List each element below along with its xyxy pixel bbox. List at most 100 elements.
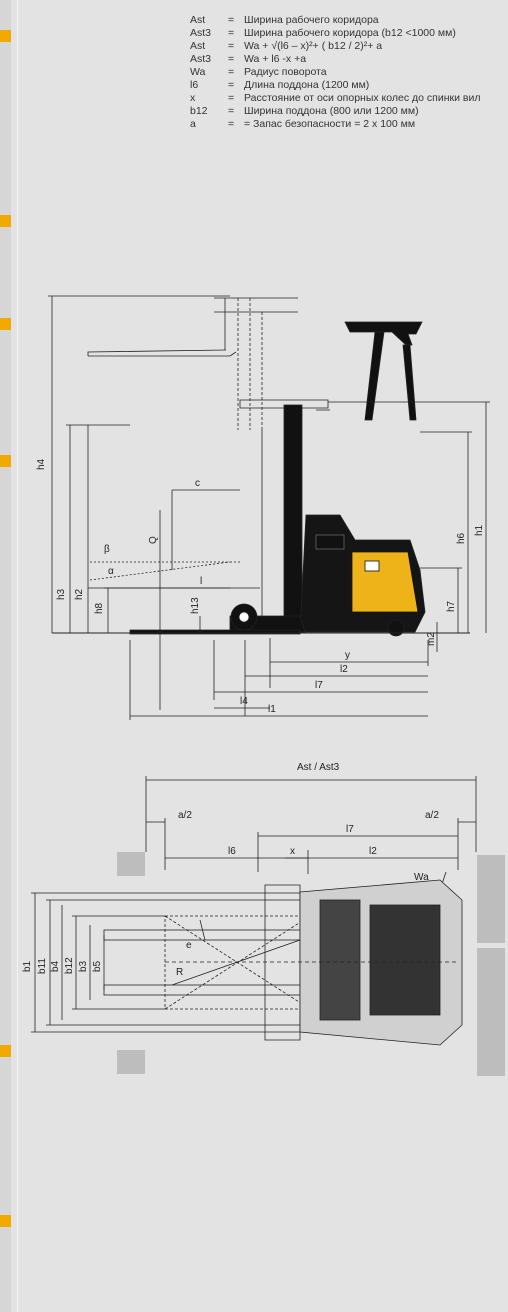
legend-row: Ast=Wa + √(l6 – x)²+ ( b12 / 2)²+ a — [190, 40, 480, 53]
dim-ext-lines — [213, 638, 271, 716]
label-l: l — [200, 576, 202, 587]
legend-eq: = — [228, 92, 235, 104]
legend-row: Wa = Радиус поворота — [190, 66, 480, 79]
label-h1: h1 — [474, 524, 485, 536]
label-x: x — [290, 846, 295, 857]
label-l4: l4 — [240, 696, 248, 707]
legend-text: Радиус поворота — [244, 66, 327, 78]
drive-wheel — [387, 619, 405, 637]
label-ast: Ast / Ast3 — [297, 762, 340, 773]
legend-sym: b12 — [190, 105, 208, 117]
edge-tab — [0, 1045, 11, 1057]
mast-top — [319, 899, 361, 1021]
label-h2: h2 — [74, 588, 85, 600]
mast-rail — [261, 409, 330, 628]
label-m2: m2 — [426, 632, 437, 646]
label-h4: h4 — [36, 458, 47, 470]
logo-badge — [364, 560, 380, 572]
raised-fork — [88, 351, 237, 357]
legend-text: Ширина рабочего коридора (b12 <1000 мм) — [244, 27, 456, 39]
tilt-lines — [89, 561, 240, 581]
dim-h7 — [420, 567, 462, 633]
label-wa: Wa — [414, 872, 429, 883]
dim-h4 — [48, 295, 230, 633]
legend-text: Длина поддона (1200 мм) — [244, 79, 370, 91]
side-view — [48, 295, 490, 720]
dim-e — [199, 919, 206, 941]
label-q: Q — [148, 536, 159, 544]
label-h6: h6 — [456, 532, 467, 544]
dim-l7 — [257, 832, 458, 872]
label-l6: l6 — [228, 846, 236, 857]
legend-text: Wa + √(l6 – x)²+ ( b12 / 2)²+ a — [244, 40, 383, 52]
legend-text: Ширина поддона (800 или 1200 мм) — [244, 105, 419, 117]
label-l7: l7 — [346, 824, 354, 835]
dim-c — [171, 489, 240, 570]
top-view: Ast / Ast3 a/2 a/2 l7 l6 x l2 Wa e R b1 … — [22, 762, 505, 1076]
dim-b12 — [72, 915, 165, 1010]
guard-pillar — [364, 331, 385, 421]
dim-a2-right — [457, 818, 476, 870]
label-r: R — [176, 967, 183, 978]
base-leg-top — [264, 884, 301, 1041]
dim-y — [270, 640, 429, 666]
mast-column — [283, 404, 303, 631]
legend-text: Wa + l6 -x +a — [244, 53, 307, 65]
legend-sym: a — [190, 118, 196, 130]
side-view-labels: h4 h3 h2 h8 h13 h1 h6 h7 m2 c Q β α l y … — [36, 458, 485, 715]
label-l1: l1 — [268, 704, 276, 715]
label-c: c — [195, 478, 200, 489]
dim-ast — [145, 776, 477, 852]
legend-sym: x — [190, 92, 196, 104]
label-h13: h13 — [190, 597, 201, 614]
control-panel — [315, 534, 345, 550]
legend-row: Ast3=Wa + l6 -x +a — [190, 53, 480, 66]
raised-carriage — [214, 297, 298, 350]
label-b3: b3 — [78, 960, 89, 972]
label-a2-right: a/2 — [425, 810, 439, 821]
legend-sym: Wa — [190, 66, 206, 78]
dim-b1 — [31, 892, 300, 1033]
legend-sym: Ast3 — [190, 53, 212, 65]
pallet-diagonals — [164, 915, 311, 1010]
dim-b11 — [46, 899, 300, 1026]
left-edge-strip — [0, 0, 11, 1312]
mast-extended — [237, 298, 263, 430]
battery-cover — [351, 551, 419, 613]
legend-text: = Запас безопасности = 2 x 100 мм — [244, 118, 416, 130]
legend-eq: = — [228, 118, 235, 130]
engine-bay — [369, 904, 441, 1016]
dim-x — [285, 850, 309, 874]
legend-sym: Ast — [190, 14, 206, 26]
label-b12: b12 — [64, 957, 75, 974]
legend-eq: = — [228, 27, 235, 39]
label-b4: b4 — [50, 960, 61, 972]
legend-row: b12 = Ширина поддона (800 или 1200 мм) — [190, 105, 480, 118]
label-l2: l2 — [369, 846, 377, 857]
dim-r — [171, 939, 301, 986]
legend-sym: Ast3 — [190, 27, 212, 39]
aisle-block — [117, 852, 145, 876]
dim-h6 — [420, 431, 472, 633]
label-h7: h7 — [446, 600, 457, 612]
label-h3: h3 — [56, 588, 67, 600]
legend-row: x=Расстояние от оси опорных колес до спи… — [190, 92, 480, 105]
aisle-wall — [477, 855, 505, 943]
dim-h8 — [104, 587, 230, 633]
edge-tab — [0, 30, 11, 42]
label-b1: b1 — [22, 960, 33, 972]
mast-head — [239, 399, 329, 409]
legend-sym: l6 — [190, 79, 199, 91]
legend-eq: = — [228, 105, 235, 117]
load-wheel-hub — [238, 611, 250, 623]
label-b11: b11 — [37, 958, 48, 974]
dim-a2-left — [146, 818, 166, 870]
label-e: e — [186, 940, 192, 951]
aisle-wall — [477, 948, 505, 1076]
legend-eq: = — [228, 14, 235, 26]
legend-eq: = — [228, 66, 235, 78]
label-h8: h8 — [94, 602, 105, 614]
label-l7: l7 — [315, 680, 323, 691]
